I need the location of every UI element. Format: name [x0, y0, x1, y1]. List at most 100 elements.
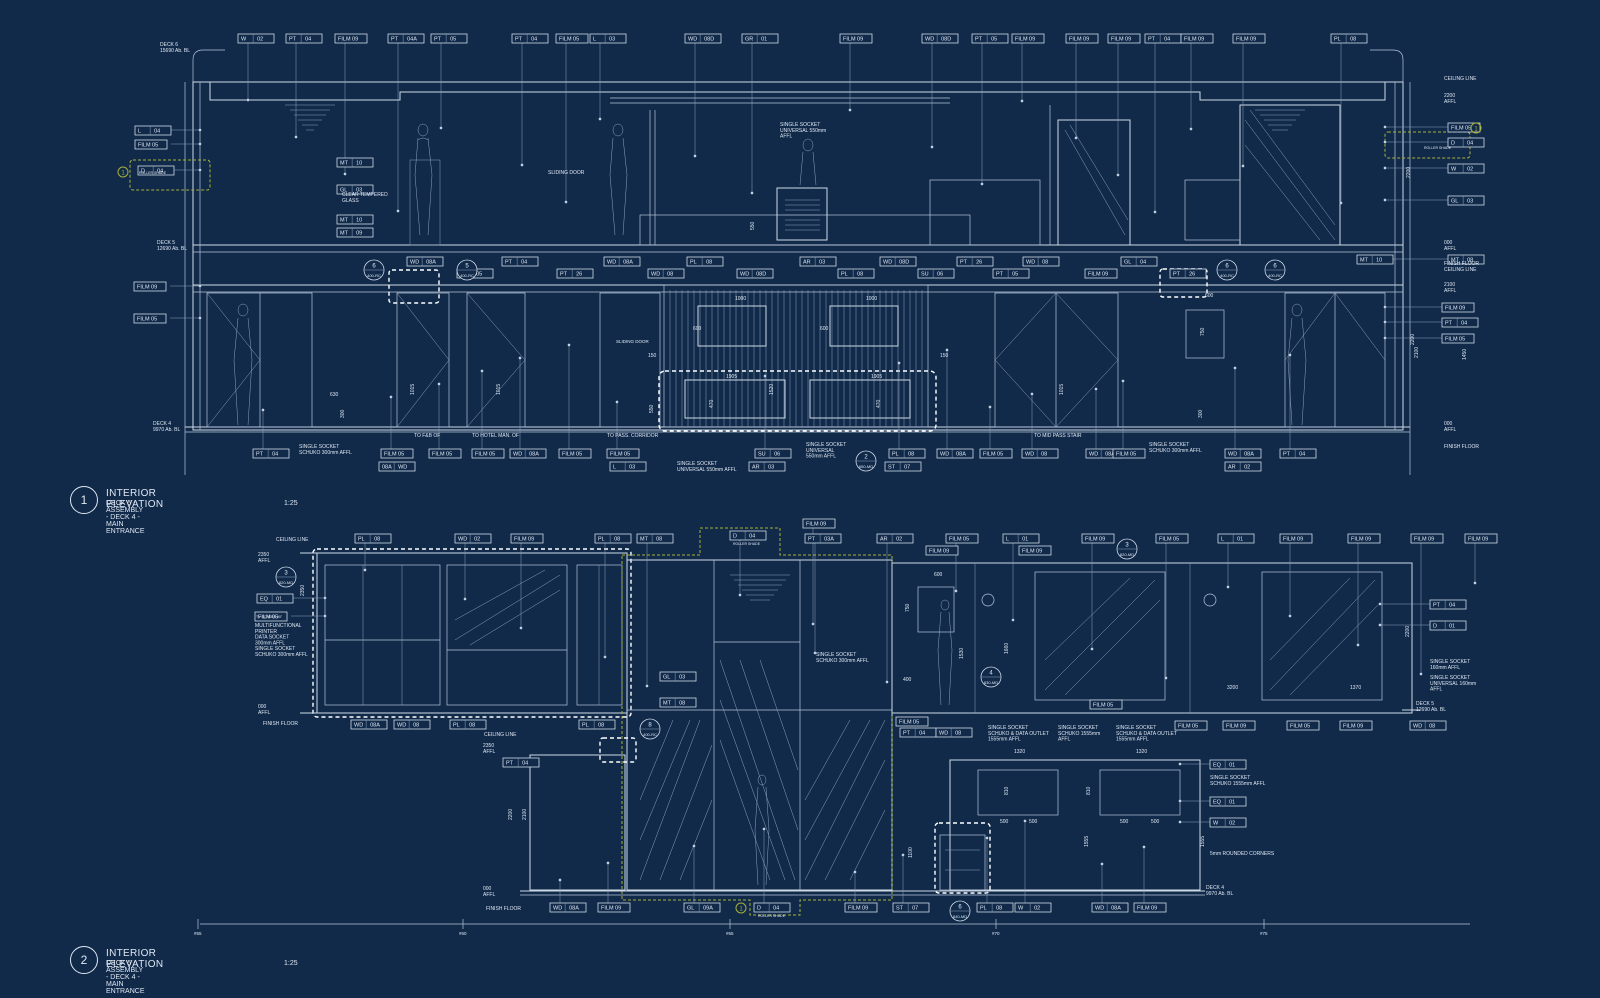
leader-dot	[1178, 762, 1182, 766]
tag-code: PT	[903, 731, 911, 737]
tag-number: 08A	[1105, 452, 1115, 458]
tag-code: MT	[340, 231, 349, 237]
dimension-label: 2200	[508, 809, 514, 820]
bottom-material-tag: FILM 09	[844, 902, 878, 913]
tag-number: 04	[1467, 141, 1473, 147]
tag-code: FILM 05	[559, 37, 579, 43]
leader-dot	[1020, 99, 1024, 103]
tag-code: FILM 09	[514, 537, 534, 543]
tag-code: WD	[354, 723, 363, 729]
bubble-ref: 820-MD	[279, 580, 293, 585]
tag-code: FILM 05	[610, 452, 630, 458]
dimension-label: 600	[693, 326, 702, 332]
leader-dot	[813, 651, 817, 655]
dimension-label: 1555	[1084, 836, 1090, 847]
drawing-title-2-scale: 1:25	[284, 960, 298, 967]
tag-code: WD	[939, 731, 948, 737]
leader-dot	[518, 356, 522, 360]
tag-code: FILM 05	[258, 615, 278, 621]
tag-code: PT	[975, 37, 983, 43]
tag-code: FILM 05	[1290, 724, 1310, 730]
top-material-tag: FILM 09	[334, 33, 368, 44]
tag-code: FILM 09	[338, 37, 358, 43]
bottom-material-tag: FILM 05	[428, 448, 462, 459]
bubble-ref: 400-RC	[643, 732, 657, 737]
tag-code: FILM 09	[1283, 537, 1303, 543]
rounded-corners-note: 5mm ROUNDED CORNERS	[1210, 851, 1275, 857]
tag-code: FILM 05	[1116, 452, 1136, 458]
dimension-label: 1100	[908, 847, 914, 858]
tag-code: FILM 09	[806, 522, 826, 528]
tag-number: 08	[679, 701, 685, 707]
dimension-label: 2200	[1406, 167, 1412, 178]
tag-code: PL	[980, 906, 987, 912]
drawing-title-1-sub: DECK 5 - ASSEMBLY - DECK 4 - MAIN ENTRAN…	[106, 500, 145, 535]
tag-code: PT	[1445, 321, 1453, 327]
grid-label: #55	[194, 931, 202, 936]
tag-number: 08	[1467, 258, 1473, 264]
leader-dot	[1178, 799, 1182, 803]
tag-code: PT	[515, 37, 523, 43]
dimension-label: 750	[905, 603, 911, 612]
bottom-material-tag: FILM 05	[979, 448, 1013, 459]
top-material-tag: FILM 09	[1410, 533, 1444, 544]
bubble-ref: 400-RC	[1268, 273, 1282, 278]
bottom-material-tag: FILM 05	[380, 448, 414, 459]
tag-code: FILM 09	[601, 906, 621, 912]
left-material-tag: FILM 05	[254, 611, 288, 622]
tag-number: 04	[272, 452, 278, 458]
tag-number: 04	[154, 129, 160, 135]
revision-number: 1	[1474, 126, 1478, 132]
tag-code: WD	[940, 452, 949, 458]
leader-dot	[564, 200, 568, 204]
tag-number: 08A	[426, 260, 436, 266]
drawing-title-1-main: INTERIOR ELEVATION	[106, 488, 164, 510]
top-material-tag: FILM 09	[510, 533, 544, 544]
tag-code: FILM 09	[1468, 537, 1488, 543]
dimension-label: 300	[340, 409, 346, 418]
tag-code: WD	[513, 452, 522, 458]
bubble-ref: 650-MD	[859, 464, 873, 469]
tag-number: 08A	[623, 260, 633, 266]
dimension-label: 500	[1151, 819, 1160, 825]
tag-code: WD	[553, 906, 562, 912]
grid-label: #75	[1260, 931, 1268, 936]
tag-number: 08	[598, 723, 604, 729]
tag-code: MT	[640, 537, 649, 543]
tag-code: WD	[883, 260, 892, 266]
tag-code: GR	[745, 37, 753, 43]
tag-code: FILM 09	[843, 37, 863, 43]
leader-dot	[615, 400, 619, 404]
tag-code: FILM 05	[475, 452, 495, 458]
tag-number: 08D	[756, 272, 766, 278]
dimension-label: 500	[1120, 819, 1129, 825]
tag-code: GL	[340, 188, 347, 194]
roller-shade-note: ROLLER SHADE	[139, 171, 167, 175]
tag-number: 26	[576, 272, 582, 278]
leader-dot	[558, 878, 562, 882]
tag-code: FILM 05	[138, 143, 158, 149]
